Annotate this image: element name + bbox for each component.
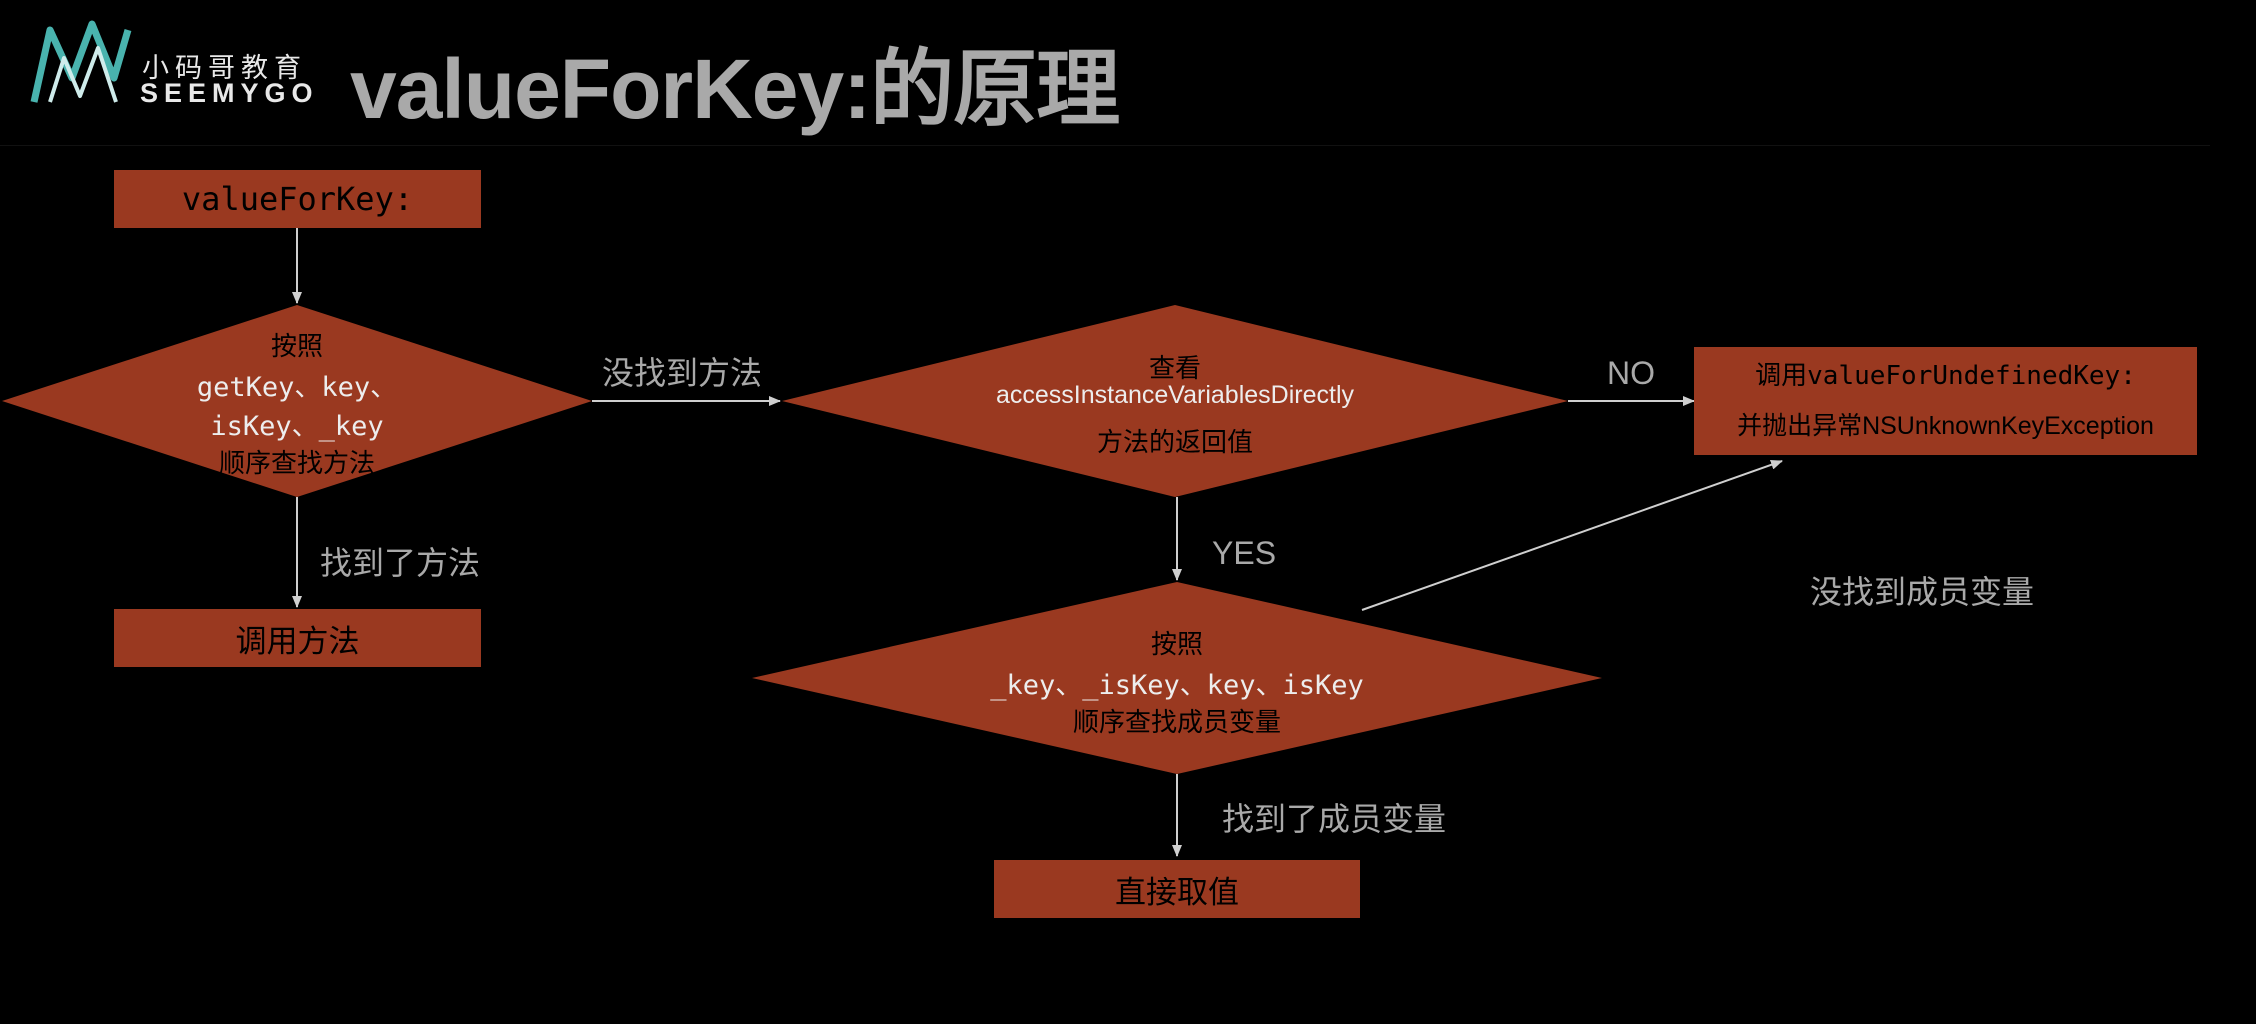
direct-value-node: 直接取值 — [994, 860, 1360, 918]
diamond3-line1: 按照 — [1150, 630, 1203, 660]
diamond1-line2: getKey、key、 — [196, 372, 398, 403]
page-title: valueForKey:的原理 — [350, 42, 1120, 136]
undefined-key-node: 调用valueForUndefinedKey: 并抛出异常NSUnknownKe… — [1694, 347, 2197, 455]
call-method-label: 调用方法 — [235, 623, 360, 660]
logo: 小码哥教育 SEEMYGO — [30, 18, 320, 108]
diamond3-line3: 顺序查找成员变量 — [1072, 708, 1281, 738]
edge-label-not-found-method: 没找到方法 — [602, 354, 763, 392]
diamond1-line1: 按照 — [270, 332, 323, 362]
diamond2-line3: 方法的返回值 — [1096, 428, 1253, 458]
undefined-key-method: valueForUndefinedKey: — [1807, 361, 2136, 391]
header-divider — [0, 145, 2210, 146]
call-method-node: 调用方法 — [114, 609, 481, 667]
undefined-key-prefix: 调用 — [1755, 361, 1808, 391]
diamond3-line2: _key、_isKey、key、isKey — [990, 670, 1364, 701]
undefined-key-line1: 调用valueForUndefinedKey: — [1755, 351, 2136, 401]
logo-chinese-text: 小码哥教育 — [142, 53, 307, 84]
undefined-key-line2: 并抛出异常NSUnknownKeyException — [1737, 412, 2154, 440]
edge-label-no: NO — [1607, 355, 1655, 391]
decision-diamond-find-member — [752, 582, 1602, 774]
edge-label-found-method: 找到了方法 — [320, 544, 481, 582]
direct-value-label: 直接取值 — [1115, 874, 1239, 911]
logo-mark-icon — [30, 20, 132, 103]
edge-label-yes: YES — [1212, 535, 1277, 571]
logo-english-text: SEEMYGO — [140, 78, 319, 108]
diamond2-line1: 查看 — [1148, 354, 1201, 384]
diamond2-line2: accessInstanceVariablesDirectly — [995, 381, 1355, 409]
edge-label-found-member: 找到了成员变量 — [1222, 800, 1447, 838]
start-node-label: valueForKey: — [181, 180, 414, 218]
decision-diamond-access-directly — [782, 305, 1568, 497]
edge-label-not-found-member: 没找到成员变量 — [1810, 573, 2035, 611]
decision-diamond-find-method — [2, 305, 592, 497]
start-node-valueForKey: valueForKey: — [114, 170, 481, 228]
diamond1-line3: isKey、_key — [210, 411, 384, 442]
diamond1-line4: 顺序查找方法 — [218, 449, 375, 479]
arrow-diamond3-to-undefined — [1361, 459, 1783, 611]
